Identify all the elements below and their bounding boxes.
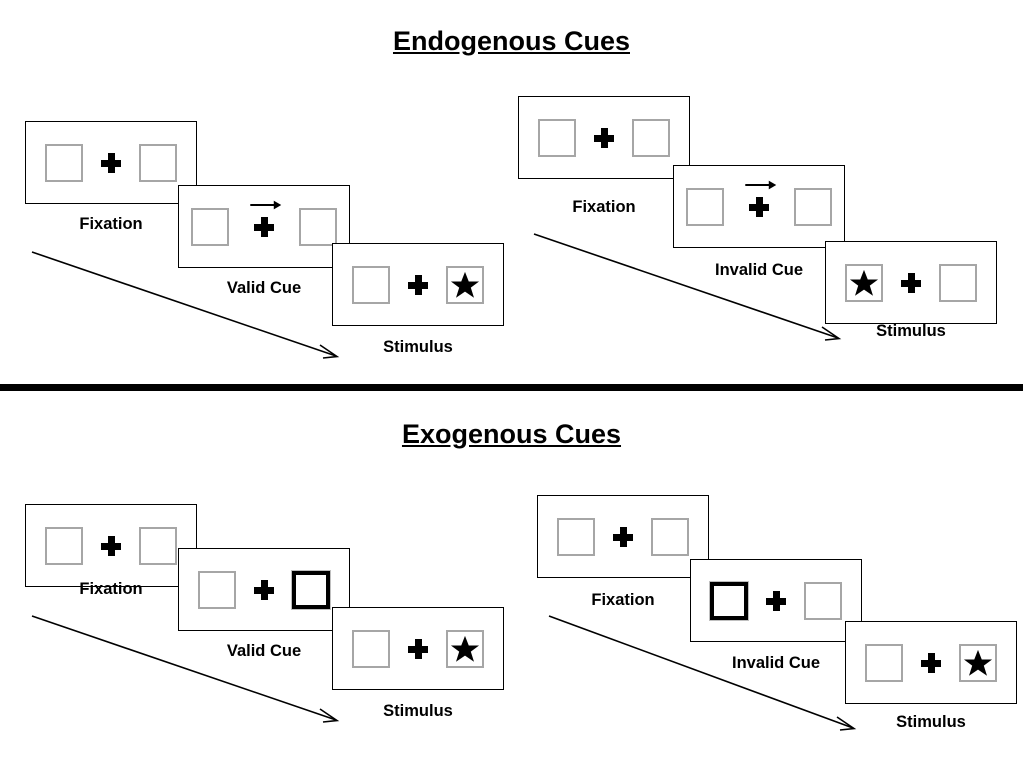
panel-content bbox=[686, 180, 832, 226]
panel-endogenous-valid-fixation bbox=[25, 121, 197, 204]
caption-exogenous-valid-fixation: Fixation bbox=[79, 580, 143, 598]
panel-exogenous-valid-stimulus bbox=[332, 607, 504, 690]
panel-content bbox=[865, 643, 997, 682]
placeholder-box-left bbox=[191, 207, 229, 246]
caption-endogenous-valid-fixation: Fixation bbox=[79, 215, 143, 233]
caption-exogenous-invalid-cue: Invalid Cue bbox=[731, 654, 821, 672]
star-target-icon bbox=[849, 269, 879, 296]
placeholder-box-right bbox=[651, 517, 689, 556]
central-cue-group bbox=[742, 180, 777, 217]
panel-content bbox=[45, 526, 177, 565]
placeholder-box-right bbox=[139, 526, 177, 565]
panel-exogenous-invalid-fixation bbox=[537, 495, 709, 578]
star-target-icon bbox=[963, 649, 993, 676]
fixation-cross-icon bbox=[613, 526, 633, 547]
placeholder-box-right bbox=[632, 118, 670, 157]
fixation-cross-icon bbox=[101, 535, 121, 556]
caption-exogenous-invalid-fixation: Fixation bbox=[591, 591, 655, 609]
placeholder-box-left bbox=[352, 629, 390, 668]
star-target-icon bbox=[450, 635, 480, 662]
placeholder-box-left bbox=[45, 143, 83, 182]
panel-content bbox=[352, 629, 484, 668]
placeholder-box-left bbox=[352, 265, 390, 304]
fixation-cross-icon bbox=[921, 652, 941, 673]
panel-endogenous-invalid-stimulus bbox=[825, 241, 997, 324]
caption-endogenous-invalid-cue: Invalid Cue bbox=[714, 261, 804, 279]
placeholder-box-right bbox=[794, 187, 832, 226]
central-cue-group bbox=[247, 200, 282, 237]
target-box-right bbox=[446, 629, 484, 668]
fixation-cross-icon bbox=[254, 216, 274, 237]
panel-exogenous-valid-cue bbox=[178, 548, 350, 631]
panel-content bbox=[845, 263, 977, 302]
panel-exogenous-valid-fixation bbox=[25, 504, 197, 587]
section-title-endogenous: Endogenous Cues bbox=[392, 26, 630, 56]
caption-exogenous-invalid-stimulus: Stimulus bbox=[896, 713, 966, 731]
peripheral-cue-box-right bbox=[291, 569, 331, 610]
caption-exogenous-valid-stimulus: Stimulus bbox=[383, 702, 453, 720]
panel-content bbox=[557, 517, 689, 556]
panel-content bbox=[191, 200, 337, 246]
time-flow-arrow bbox=[533, 233, 842, 341]
target-box-right bbox=[959, 643, 997, 682]
fixation-cross-icon bbox=[594, 127, 614, 148]
placeholder-box-right bbox=[139, 143, 177, 182]
panel-content bbox=[45, 143, 177, 182]
placeholder-box-right bbox=[299, 207, 337, 246]
fixation-cross-icon bbox=[901, 272, 921, 293]
placeholder-box-left bbox=[557, 517, 595, 556]
placeholder-box-left bbox=[538, 118, 576, 157]
star-target-icon bbox=[450, 271, 480, 298]
fixation-cross-icon bbox=[749, 196, 769, 217]
fixation-cross-icon bbox=[408, 638, 428, 659]
caption-endogenous-invalid-stimulus: Stimulus bbox=[876, 322, 946, 340]
fixation-cross-icon bbox=[254, 579, 274, 600]
panel-content bbox=[709, 580, 842, 621]
panel-exogenous-invalid-stimulus bbox=[845, 621, 1017, 704]
target-box-right bbox=[446, 265, 484, 304]
panel-exogenous-invalid-cue bbox=[690, 559, 862, 642]
caption-endogenous-invalid-fixation: Fixation bbox=[572, 198, 636, 216]
panel-content bbox=[198, 569, 331, 610]
placeholder-box-left bbox=[198, 570, 236, 609]
placeholder-box-left bbox=[45, 526, 83, 565]
panel-endogenous-invalid-cue bbox=[673, 165, 845, 248]
placeholder-box-right bbox=[939, 263, 977, 302]
peripheral-cue-box-left bbox=[709, 580, 749, 621]
caption-exogenous-valid-cue: Valid Cue bbox=[226, 642, 302, 660]
section-divider bbox=[0, 384, 1023, 391]
time-flow-arrow bbox=[31, 615, 340, 723]
target-box-left bbox=[845, 263, 883, 302]
panel-endogenous-valid-cue bbox=[178, 185, 350, 268]
fixation-cross-icon bbox=[766, 590, 786, 611]
panel-content bbox=[352, 265, 484, 304]
placeholder-box-right bbox=[804, 581, 842, 620]
section-title-exogenous: Exogenous Cues bbox=[401, 419, 622, 449]
fixation-cross-icon bbox=[408, 274, 428, 295]
time-flow-arrow bbox=[548, 615, 857, 731]
time-flow-arrow bbox=[31, 251, 340, 359]
panel-endogenous-valid-stimulus bbox=[332, 243, 504, 326]
panel-endogenous-invalid-fixation bbox=[518, 96, 690, 179]
caption-endogenous-valid-cue: Valid Cue bbox=[226, 279, 302, 297]
arrow-right-icon bbox=[250, 200, 282, 209]
placeholder-box-left bbox=[865, 643, 903, 682]
caption-endogenous-valid-stimulus: Stimulus bbox=[383, 338, 453, 356]
panel-content bbox=[538, 118, 670, 157]
arrow-right-icon bbox=[745, 180, 777, 189]
fixation-cross-icon bbox=[101, 152, 121, 173]
placeholder-box-left bbox=[686, 187, 724, 226]
